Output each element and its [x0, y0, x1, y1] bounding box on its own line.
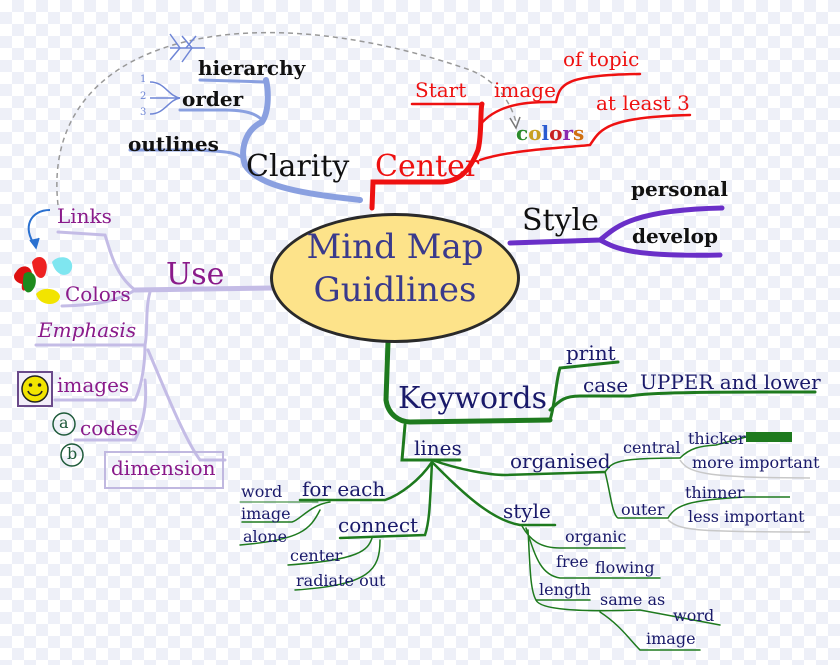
- center-start: Start: [415, 78, 467, 102]
- style-branch-lines: [507, 205, 725, 258]
- kw-thinner: thinner: [685, 483, 745, 502]
- use-codes: codes: [80, 416, 139, 440]
- keywords-branch-label: Keywords: [398, 381, 547, 416]
- colors-letter-o2: o: [549, 121, 563, 145]
- kw-thicker: thicker: [688, 429, 746, 448]
- kw-flowing: flowing: [595, 558, 655, 577]
- kw-center: center: [290, 546, 343, 565]
- use-branch-label: Use: [166, 257, 225, 292]
- code-a-marker: [52, 412, 76, 436]
- use-dimension: dimension: [111, 456, 216, 480]
- code-b-marker: [60, 443, 84, 467]
- kw-organic: organic: [565, 527, 627, 546]
- kw-image-2: image: [646, 629, 696, 648]
- center-image: image: [494, 78, 556, 102]
- kw-style: style: [503, 499, 551, 523]
- kw-more-important: more important: [692, 453, 820, 472]
- thicker-bar: [746, 432, 792, 442]
- code-a-text: a: [59, 413, 69, 432]
- kw-organised: organised: [510, 449, 611, 473]
- colors-letter-c: c: [516, 121, 529, 145]
- kw-connect: connect: [338, 513, 419, 537]
- link-arc: [56, 31, 517, 206]
- kw-length: length: [539, 580, 591, 599]
- colors-letter-s: s: [573, 121, 585, 145]
- clarity-hierarchy: hierarchy: [198, 56, 306, 80]
- kw-word-2: word: [673, 606, 715, 625]
- color-blobs-icon: [14, 257, 73, 304]
- clarity-outlines: outlines: [128, 132, 219, 156]
- use-colors: Colors: [65, 282, 131, 306]
- style-develop: develop: [632, 224, 718, 248]
- use-images: images: [57, 373, 130, 397]
- kw-case: case: [583, 373, 629, 397]
- kw-central: central: [623, 438, 681, 457]
- colors-letter-l: l: [541, 121, 550, 145]
- central-title-line2: Guidlines: [313, 269, 477, 310]
- smiley-icon: [21, 375, 49, 403]
- center-branch-label: Center: [375, 149, 480, 184]
- kw-image: image: [241, 504, 291, 523]
- clarity-branch: [128, 77, 363, 203]
- keywords-branch-lines: [239, 339, 817, 651]
- central-node-text: Mind Map Guidlines: [270, 226, 520, 311]
- clarity-order: order: [182, 87, 244, 111]
- style-branch-label: Style: [522, 203, 599, 238]
- dimension-frame: [104, 451, 224, 489]
- kw-less-important: less important: [688, 507, 805, 526]
- kw-same-as: same as: [600, 590, 666, 609]
- kw-for-each: for each: [302, 477, 386, 501]
- kw-lines: lines: [414, 436, 462, 460]
- kw-outer: outer: [621, 500, 665, 519]
- center-colors: colors: [516, 123, 584, 143]
- center-at-least-3: at least 3: [596, 91, 690, 115]
- kw-free: free: [556, 552, 589, 571]
- order-number-1: 1: [140, 74, 147, 85]
- kw-print: print: [566, 341, 616, 365]
- colors-letter-o1: o: [528, 121, 542, 145]
- center-branch-lines: [369, 72, 692, 211]
- code-b-text: b: [67, 444, 78, 463]
- kw-alone: alone: [243, 527, 288, 546]
- central-node: [270, 213, 520, 343]
- use-emphasis: Emphasis: [38, 318, 137, 342]
- kw-radiate-out: radiate out: [296, 571, 386, 590]
- kw-case-value: UPPER and lower: [640, 370, 821, 394]
- center-of-topic: of topic: [563, 47, 640, 71]
- order-bracket: [149, 81, 181, 115]
- kw-word: word: [241, 482, 283, 501]
- colors-letter-r: r: [562, 121, 574, 145]
- use-branch-lines: [34, 230, 275, 462]
- tree-hierarchy-icon: [169, 33, 205, 63]
- use-links: Links: [57, 204, 112, 228]
- clarity-label: Clarity: [246, 149, 350, 184]
- central-title-line1: Mind Map: [306, 227, 484, 267]
- order-number-2: 2: [140, 91, 147, 102]
- style-personal: personal: [631, 177, 728, 201]
- order-number-3: 3: [140, 107, 147, 118]
